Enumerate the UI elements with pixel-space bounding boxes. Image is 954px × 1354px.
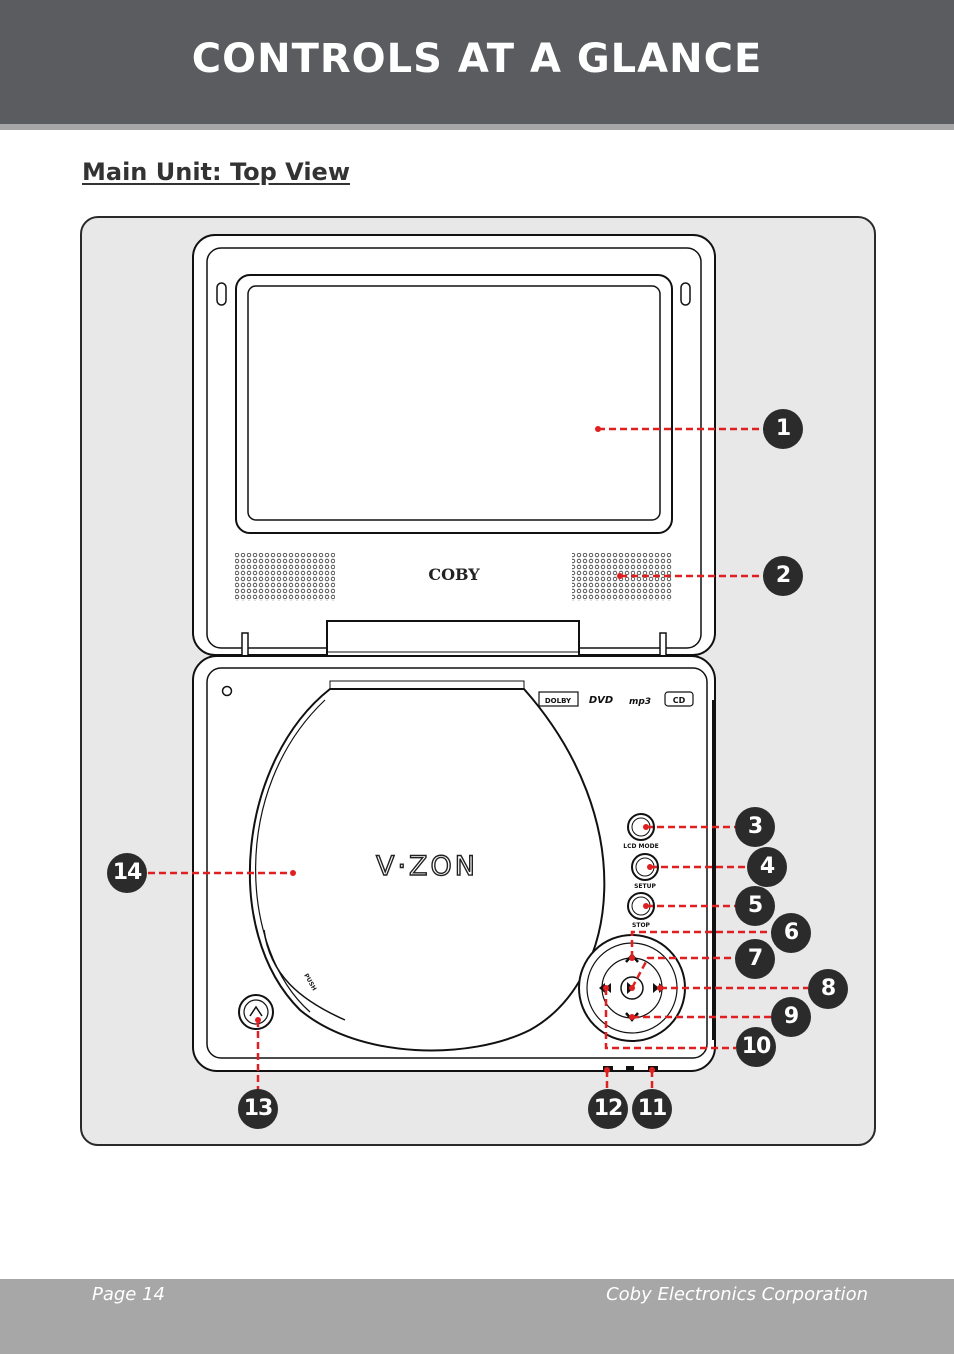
callout-5: 5 [735,886,775,926]
callout-1: 1 [763,409,803,449]
leader-lines [148,427,808,1090]
callout-8: 8 [808,969,848,1009]
open-arrow-icon [249,1005,263,1017]
setup-label: SETUP [634,883,656,890]
callout-10: 10 [736,1027,776,1067]
header-divider [0,124,954,130]
lcd-mode-button[interactable] [627,813,655,841]
screen-lid: COBY [192,234,716,656]
jack-minus [626,1066,634,1070]
setup-button[interactable] [631,853,659,881]
dvd-logo: DVD [589,695,613,706]
callout-3: 3 [735,807,775,847]
callout-2: 2 [763,556,803,596]
dolby-logo: DOLBY [545,697,572,705]
disc-lid[interactable]: V·ZON PUSH [249,688,606,1052]
brand-logo: COBY [428,565,480,584]
callout-12: 12 [588,1089,628,1129]
mp3-logo: mp3 [629,697,651,707]
cd-logo: CD [673,696,686,705]
company-name: Coby Electronics Corporation [606,1284,868,1305]
open-lid-button[interactable] [238,994,274,1030]
footer-bar [0,1279,954,1354]
page-number: Page 14 [92,1284,166,1305]
callout-4: 4 [747,847,787,887]
callout-11: 11 [632,1089,672,1129]
section-title: Main Unit: Top View [82,158,351,186]
leader-dots [255,426,663,1073]
vzon-logo: V·ZON [376,851,478,882]
callout-14: 14 [107,853,147,893]
lcd-mode-label: LCD MODE [623,843,658,850]
left-speaker-grille [235,553,335,601]
callout-13: 13 [238,1089,278,1129]
callout-7: 7 [735,939,775,979]
page-title: CONTROLS AT A GLANCE [191,36,763,82]
callout-6: 6 [771,913,811,953]
indicator-led [221,685,233,697]
callout-9: 9 [771,997,811,1037]
header-bar [0,0,954,124]
stop-label: STOP [632,922,651,929]
format-logos: DOLBY DVD mp3 CD [538,691,694,707]
